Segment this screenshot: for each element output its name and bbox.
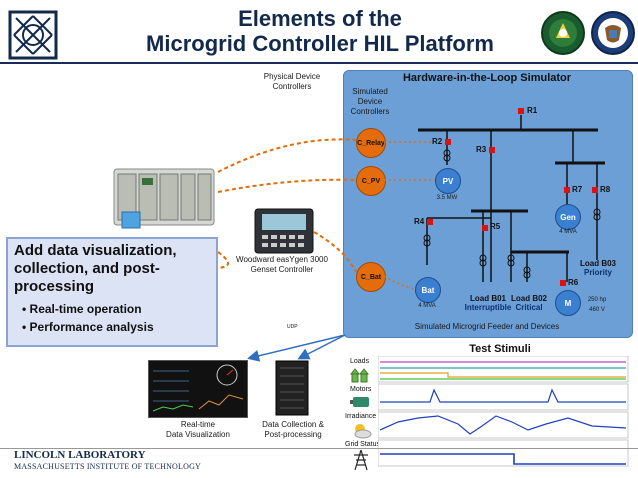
- relay-r1-label: R1: [527, 106, 538, 115]
- relay-controller-node: C_Relay: [356, 128, 386, 158]
- load-b01-type: Interruptible: [464, 303, 512, 312]
- relay-r4-label: R4: [414, 217, 425, 226]
- motor-rating: 250 hp 460 V: [587, 297, 607, 313]
- callout-bullet-1-text: Real-time operation: [29, 302, 142, 316]
- battery-rating: 4 MVA: [418, 303, 436, 309]
- one-line-diagram: [418, 115, 605, 282]
- genset-controller-label: Woodward easYgen 3000 Genset Controller: [236, 255, 328, 274]
- pv-device: PV: [435, 168, 461, 194]
- relay-r3-marker: [489, 147, 495, 153]
- load-b01: Load B01 Interruptible: [460, 294, 516, 312]
- load-b02: Load B02 Critical: [507, 294, 551, 312]
- page-title: Elements of the Microgrid Controller HIL…: [95, 6, 545, 56]
- relay-r4-marker: [427, 219, 433, 225]
- callout-box: [6, 237, 218, 347]
- callout-bullet-2: • Performance analysis: [22, 320, 154, 334]
- loads-icon: [350, 368, 370, 383]
- generator-device-label: Gen: [560, 212, 576, 222]
- callout-bullet-1: • Real-time operation: [22, 302, 142, 316]
- load-b03-type: Priority: [583, 268, 612, 277]
- relay-r3-label: R3: [476, 145, 487, 154]
- server-rack-image: [274, 360, 310, 416]
- load-b01-label: Load B01: [469, 294, 506, 303]
- relay-r6-marker: [560, 280, 566, 286]
- hil-simulator-panel: [343, 70, 633, 338]
- callout-bullet-2-text: Performance analysis: [29, 320, 154, 334]
- grid-tower-icon: [354, 449, 368, 471]
- genset-controller-image: [254, 208, 314, 254]
- lincoln-lab-name: LINCOLN LABORATORY: [14, 449, 146, 461]
- battery-device: Bat: [415, 277, 441, 303]
- irradiance-icon: [354, 424, 372, 439]
- relay-controller-label: C_Relay: [357, 139, 385, 147]
- relay-r8-label: R8: [600, 185, 611, 194]
- dhs-seal: [590, 10, 636, 56]
- battery-controller-node: C_Bat: [356, 262, 386, 292]
- simulated-controllers-label: Simulated Device Controllers: [350, 87, 390, 116]
- relay-r2-marker: [445, 139, 451, 145]
- load-b02-label: Load B02: [510, 294, 547, 303]
- stimuli-loads-label: Loads: [350, 358, 370, 365]
- mit-subtitle: MASSACHUSETTS INSTITUTE OF TECHNOLOGY: [14, 462, 202, 471]
- generator-device: Gen: [555, 204, 581, 230]
- hil-footer: Simulated Microgrid Feeder and Devices: [414, 322, 560, 331]
- test-stimuli-plots: [378, 356, 629, 467]
- relay-r5-marker: [482, 225, 488, 231]
- pv-controller-node: C_PV: [356, 166, 386, 196]
- generator-rating: 4 MVA: [559, 229, 577, 235]
- footer-divider: [0, 448, 638, 449]
- header-divider: [0, 62, 638, 64]
- stimuli-irradiance-label: Irradiance: [345, 413, 377, 420]
- load-b03-label: Load B03: [579, 259, 616, 268]
- stimuli-motors-label: Motors: [350, 386, 372, 393]
- motor-device-label: M: [564, 298, 572, 308]
- title-line-2: Microgrid Controller HIL Platform: [146, 31, 494, 56]
- relay-r7-label: R7: [572, 185, 583, 194]
- motor-icon: [350, 397, 369, 407]
- lincoln-lab-logo: [8, 10, 58, 60]
- collection-label: Data Collection & Post-processing: [262, 420, 324, 439]
- plc-controller-image: [112, 165, 218, 231]
- relay-r5-label: R5: [490, 222, 501, 231]
- hil-title: Hardware-in-the-Loop Simulator: [402, 72, 572, 84]
- battery-device-label: Bat: [421, 285, 435, 295]
- relay-r7-marker: [564, 187, 570, 193]
- visualization-screen-image: [148, 360, 248, 418]
- load-b02-type: Critical: [515, 303, 543, 312]
- udp-label: UDP: [287, 324, 298, 330]
- relay-r6-label: R6: [568, 278, 579, 287]
- stimuli-grid-status-label: Grid Status: [345, 441, 381, 448]
- test-stimuli-title: Test Stimuli: [469, 343, 531, 355]
- title-line-1: Elements of the: [238, 6, 402, 31]
- pv-rating: 3.5 MW: [436, 195, 458, 201]
- visualization-label: Real-time Data Visualization: [166, 420, 230, 439]
- pv-controller-label: C_PV: [361, 177, 381, 185]
- relay-r2-label: R2: [432, 137, 443, 146]
- physical-controllers-label: Physical Device Controllers: [263, 72, 321, 91]
- relay-r8-marker: [592, 187, 598, 193]
- doe-seal: [540, 10, 586, 56]
- load-b03: Load B03 Priority: [574, 259, 622, 277]
- callout-heading: Add data visualization, collection, and …: [14, 242, 177, 295]
- motor-device: M: [555, 290, 581, 316]
- relay-r1-marker: [518, 108, 524, 114]
- pv-device-label: PV: [442, 176, 454, 186]
- battery-controller-label: C_Bat: [360, 273, 382, 281]
